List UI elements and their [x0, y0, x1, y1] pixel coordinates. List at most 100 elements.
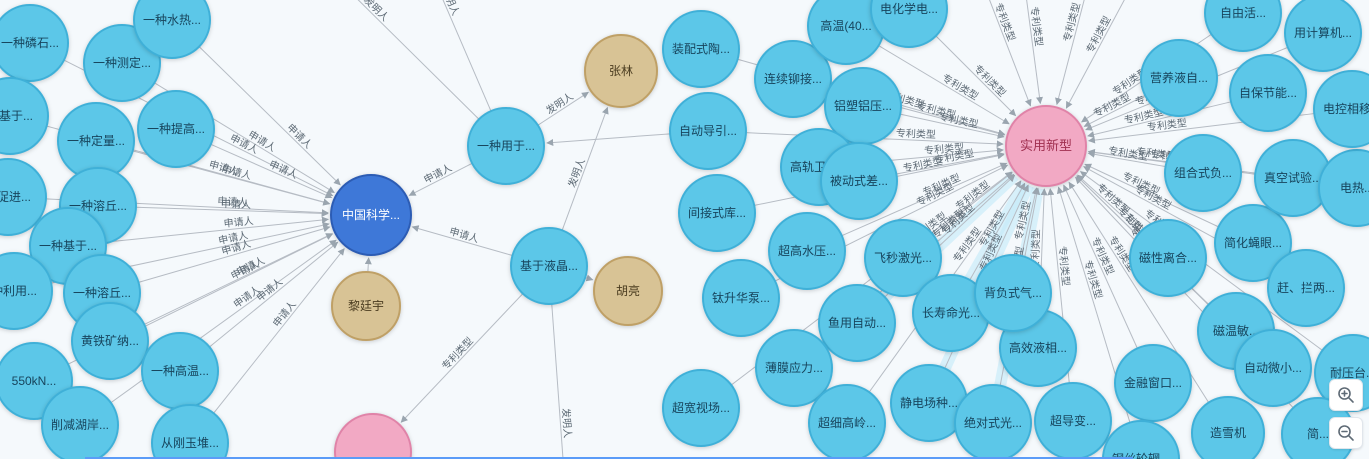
- node-circle[interactable]: [1102, 420, 1180, 459]
- node-circle[interactable]: [662, 369, 740, 447]
- graph-node-c5[interactable]: 基于液晶...: [510, 227, 588, 305]
- node-circle[interactable]: [334, 413, 412, 459]
- graph-node-c7[interactable]: [334, 413, 412, 459]
- node-circle[interactable]: [1284, 0, 1362, 72]
- graph-node-r21[interactable]: 背负式气...: [974, 254, 1052, 332]
- graph-node-r22[interactable]: 超导变...: [1034, 382, 1112, 459]
- graph-node-l6[interactable]: 一种提高...: [137, 90, 215, 168]
- zoom-in-button[interactable]: [1329, 379, 1363, 411]
- graph-node-r36[interactable]: 用计算机...: [1284, 0, 1362, 72]
- graph-node-c4[interactable]: 张林: [584, 34, 658, 108]
- node-circle[interactable]: [151, 404, 229, 459]
- graph-node-r10[interactable]: 超高水压...: [768, 212, 846, 290]
- node-circle[interactable]: [593, 256, 663, 326]
- node-circle[interactable]: [0, 252, 53, 330]
- node-circle[interactable]: [467, 107, 545, 185]
- edge-label: 申请人: [246, 128, 278, 155]
- graph-node-r23[interactable]: 金融窗口...: [1114, 344, 1192, 422]
- node-circle[interactable]: [331, 271, 401, 341]
- edge-label: 专利类型: [439, 334, 476, 372]
- graph-node-c3[interactable]: 一种用于...: [467, 107, 545, 185]
- graph-edge: [1065, 0, 1125, 109]
- graph-node-r6[interactable]: 自动导引...: [669, 92, 747, 170]
- graph-node-h[interactable]: 实用新型: [1005, 105, 1087, 187]
- node-circle[interactable]: [584, 34, 658, 108]
- graph-node-r19[interactable]: 绝对式光...: [954, 384, 1032, 459]
- node-circle[interactable]: [754, 40, 832, 118]
- node-circle[interactable]: [1191, 396, 1265, 459]
- node-circle[interactable]: [71, 302, 149, 380]
- node-circle[interactable]: [0, 158, 47, 236]
- magnifier-plus-icon: [1338, 387, 1354, 403]
- graph-node-r35[interactable]: 自由活...: [1204, 0, 1282, 52]
- graph-node-r26[interactable]: 磁性离合...: [1129, 219, 1207, 297]
- graph-node-r8[interactable]: 被动式差...: [820, 142, 898, 220]
- graph-node-r16[interactable]: 超宽视场...: [662, 369, 740, 447]
- node-circle[interactable]: [974, 254, 1052, 332]
- node-circle[interactable]: [1318, 149, 1369, 227]
- graph-node-r13[interactable]: 鱼用自动...: [818, 284, 896, 362]
- node-circle[interactable]: [870, 0, 948, 48]
- node-circle[interactable]: [1114, 344, 1192, 422]
- edge-label: 申请人: [217, 194, 248, 208]
- node-circle[interactable]: [137, 90, 215, 168]
- node-circle[interactable]: [669, 92, 747, 170]
- graph-node-c1[interactable]: 中国科学...: [330, 174, 412, 256]
- graph-node-r17[interactable]: 超细高岭...: [808, 384, 886, 459]
- node-circle[interactable]: [702, 259, 780, 337]
- node-circle[interactable]: [1313, 70, 1369, 148]
- graph-node-r32[interactable]: 营养液自...: [1140, 39, 1218, 117]
- node-circle[interactable]: [330, 174, 412, 256]
- node-circle[interactable]: [768, 212, 846, 290]
- node-circle[interactable]: [0, 4, 69, 82]
- zoom-out-button[interactable]: [1329, 417, 1363, 449]
- node-circle[interactable]: [510, 227, 588, 305]
- graph-node-r33[interactable]: 自保节能...: [1229, 54, 1307, 132]
- graph-node-r25[interactable]: 自动微小...: [1234, 329, 1312, 407]
- graph-node-r38[interactable]: 造雪机: [1191, 396, 1265, 459]
- node-circle[interactable]: [1005, 105, 1087, 187]
- graph-node-r12[interactable]: 钛升华泵...: [702, 259, 780, 337]
- node-circle[interactable]: [1229, 54, 1307, 132]
- node-circle[interactable]: [41, 386, 119, 459]
- node-circle[interactable]: [1234, 329, 1312, 407]
- node-circle[interactable]: [0, 77, 49, 155]
- node-circle[interactable]: [662, 10, 740, 88]
- graph-node-l15[interactable]: 削减湖岸...: [41, 386, 119, 459]
- node-circle[interactable]: [820, 142, 898, 220]
- graph-node-l14[interactable]: 一种高温...: [141, 332, 219, 410]
- node-circle[interactable]: [1129, 219, 1207, 297]
- graph-node-r29[interactable]: 组合式负...: [1164, 134, 1242, 212]
- graph-node-r34[interactable]: 电控相移...: [1313, 70, 1369, 148]
- node-circle[interactable]: [954, 384, 1032, 459]
- node-circle[interactable]: [1214, 204, 1292, 282]
- node-circle[interactable]: [1164, 134, 1242, 212]
- node-circle[interactable]: [1034, 382, 1112, 459]
- graph-node-r40[interactable]: 钢丝轮辋...: [1102, 420, 1180, 459]
- node-circle[interactable]: [141, 332, 219, 410]
- graph-node-r9[interactable]: 间接式库...: [678, 174, 756, 252]
- node-circle[interactable]: [133, 0, 211, 59]
- graph-node-l4[interactable]: 种基于...: [0, 77, 49, 155]
- graph-node-r28[interactable]: 赶、拦两...: [1267, 249, 1345, 327]
- graph-node-c6[interactable]: 胡亮: [593, 256, 663, 326]
- graph-edge: [537, 91, 589, 126]
- node-circle[interactable]: [1204, 0, 1282, 52]
- graph-edge: [1077, 174, 1141, 233]
- graph-node-l16[interactable]: 从刚玉堆...: [151, 404, 229, 459]
- graph-node-r1[interactable]: 装配式陶...: [662, 10, 740, 88]
- graph-node-l12[interactable]: 黄铁矿纳...: [71, 302, 149, 380]
- node-circle[interactable]: [818, 284, 896, 362]
- graph-edge: [357, 0, 480, 120]
- node-circle[interactable]: [755, 329, 833, 407]
- node-circle[interactable]: [1267, 249, 1345, 327]
- node-circle[interactable]: [808, 384, 886, 459]
- node-circle[interactable]: [864, 219, 942, 297]
- graph-node-c2[interactable]: 黎廷宇: [331, 271, 401, 341]
- node-circle[interactable]: [678, 174, 756, 252]
- node-circle[interactable]: [83, 24, 161, 102]
- graph-node-l1[interactable]: 一种磷石...: [0, 4, 69, 82]
- node-circle[interactable]: [1140, 39, 1218, 117]
